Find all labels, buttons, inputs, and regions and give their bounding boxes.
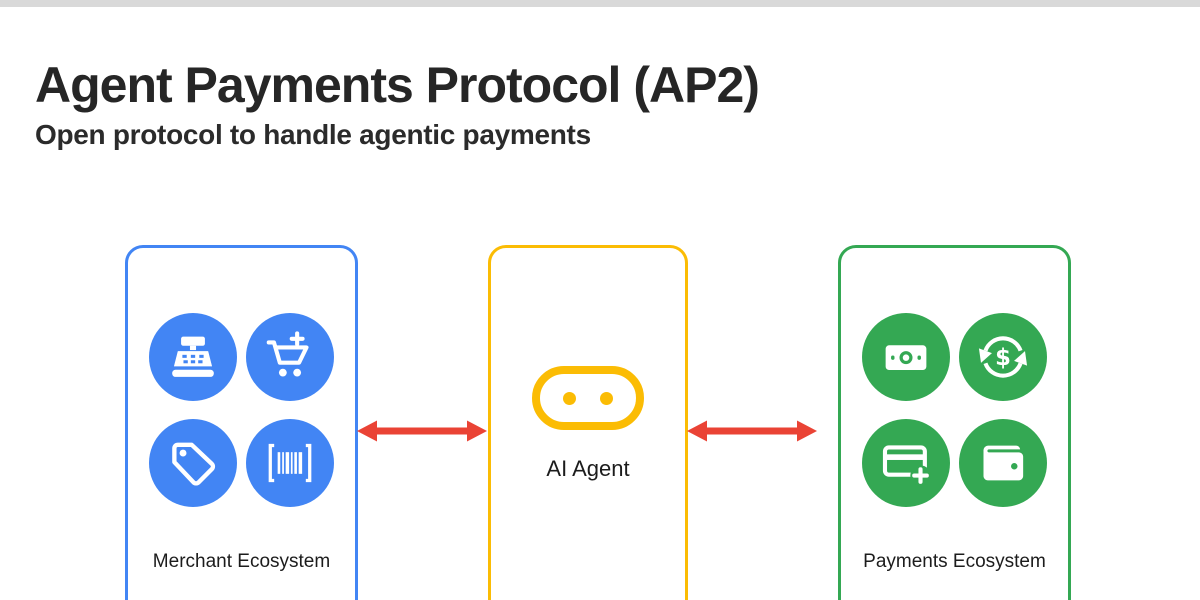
add-to-cart-icon <box>246 313 334 401</box>
payments-icon-grid: $ <box>862 313 1047 507</box>
currency-exchange-icon: $ <box>959 313 1047 401</box>
merchant-ecosystem-label: Merchant Ecosystem <box>152 551 331 572</box>
wallet-icon <box>959 419 1047 507</box>
robot-face-icon <box>532 366 644 430</box>
robot-eye-left <box>563 391 576 405</box>
merchant-ecosystem-box: Merchant Ecosystem <box>125 245 358 600</box>
banknote-icon <box>862 313 950 401</box>
payments-ecosystem-label: Payments Ecosystem <box>863 551 1046 572</box>
price-tag-icon <box>149 419 237 507</box>
header: Agent Payments Protocol (AP2) Open proto… <box>35 57 760 151</box>
agent-payments-double-arrow-icon <box>687 420 817 442</box>
svg-text:$: $ <box>995 345 1011 371</box>
merchant-agent-double-arrow-icon <box>357 420 487 442</box>
page-title: Agent Payments Protocol (AP2) <box>35 57 760 113</box>
cash-register-icon <box>149 313 237 401</box>
ai-agent-box: AI Agent <box>488 245 688 600</box>
payments-ecosystem-box: $ Payments Ecosystem <box>838 245 1071 600</box>
barcode-icon <box>246 419 334 507</box>
ai-agent-label: AI Agent <box>546 456 630 481</box>
page-subtitle: Open protocol to handle agentic payments <box>35 119 591 150</box>
robot-eye-right <box>600 391 613 405</box>
top-strip <box>0 0 1200 7</box>
merchant-icon-grid <box>149 313 334 507</box>
add-card-icon <box>862 419 950 507</box>
